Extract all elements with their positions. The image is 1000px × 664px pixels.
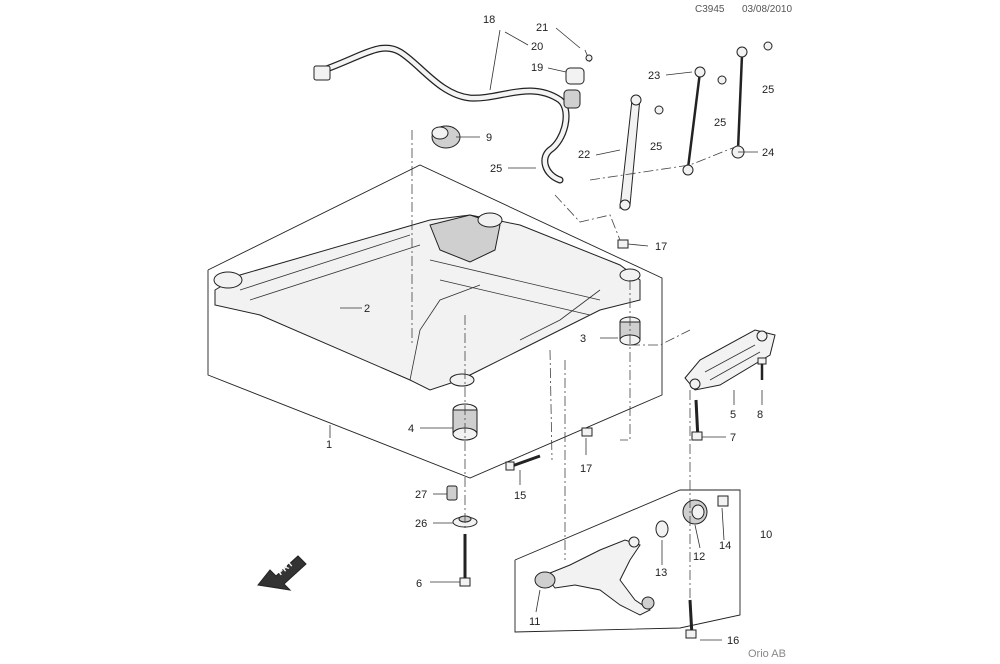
callout-12: 12	[693, 551, 705, 563]
callout-15: 15	[514, 490, 526, 502]
stabilizer-link-23	[682, 66, 727, 176]
subframe-group-frame	[207, 164, 663, 479]
diagram-date: 03/08/2010	[742, 4, 793, 15]
assembly-lines	[411, 130, 741, 600]
bolt-16	[685, 599, 697, 639]
credit-text: Orio AB	[748, 648, 786, 660]
callout-25d: 25	[762, 84, 774, 96]
subframe	[213, 212, 641, 391]
bushing-9	[431, 125, 461, 149]
callout-4: 4	[408, 423, 414, 435]
callout-7: 7	[730, 432, 736, 444]
washer-13	[655, 520, 669, 538]
control-arm-group-frame	[514, 489, 741, 633]
callout-22: 22	[578, 149, 590, 161]
callouts: 18 21 20 19 9 25 22 25 23 25 25 24 17 2 …	[326, 14, 774, 647]
callout-6: 6	[416, 578, 422, 590]
nut-17	[581, 427, 593, 437]
callout-17a: 17	[655, 241, 667, 253]
bushing-12	[682, 499, 708, 525]
callout-27: 27	[415, 489, 427, 501]
callout-16: 16	[727, 635, 739, 647]
callout-25b: 25	[650, 141, 662, 153]
callout-24: 24	[762, 147, 774, 159]
callout-1: 1	[326, 439, 332, 451]
nut-17-upper	[617, 239, 629, 249]
callout-21: 21	[536, 22, 548, 34]
callout-17b: 17	[580, 463, 592, 475]
control-arm	[534, 536, 655, 616]
callout-26: 26	[415, 518, 427, 530]
callout-23: 23	[648, 70, 660, 82]
bolt-7	[691, 399, 703, 441]
callout-3: 3	[580, 333, 586, 345]
callout-11: 11	[529, 616, 540, 628]
callout-13: 13	[655, 567, 667, 579]
callout-14: 14	[719, 540, 731, 552]
direction-arrow-icon: FRT	[257, 555, 307, 591]
callout-9: 9	[486, 132, 492, 144]
stabilizer-bar	[313, 44, 570, 184]
bolt-15	[505, 454, 541, 471]
stabilizer-link-22	[619, 94, 664, 211]
leader-lines	[329, 27, 763, 641]
spacer-27	[446, 485, 458, 501]
callout-25a: 25	[490, 163, 502, 175]
callout-20: 20	[531, 41, 543, 53]
callout-18: 18	[483, 14, 495, 26]
nut-14	[717, 495, 729, 507]
callout-5: 5	[730, 409, 736, 421]
callout-8: 8	[757, 409, 763, 421]
bracket-5	[684, 329, 776, 391]
stabilizer-link-24	[731, 41, 773, 159]
bolt-8	[757, 357, 767, 380]
bolt-6	[459, 534, 471, 587]
callout-10: 10	[760, 529, 772, 541]
callout-19: 19	[531, 62, 543, 74]
diagram-code: C3945	[695, 4, 725, 15]
callout-2: 2	[364, 303, 370, 315]
stabilizer-clamp	[563, 49, 593, 109]
callout-25c: 25	[714, 117, 726, 129]
